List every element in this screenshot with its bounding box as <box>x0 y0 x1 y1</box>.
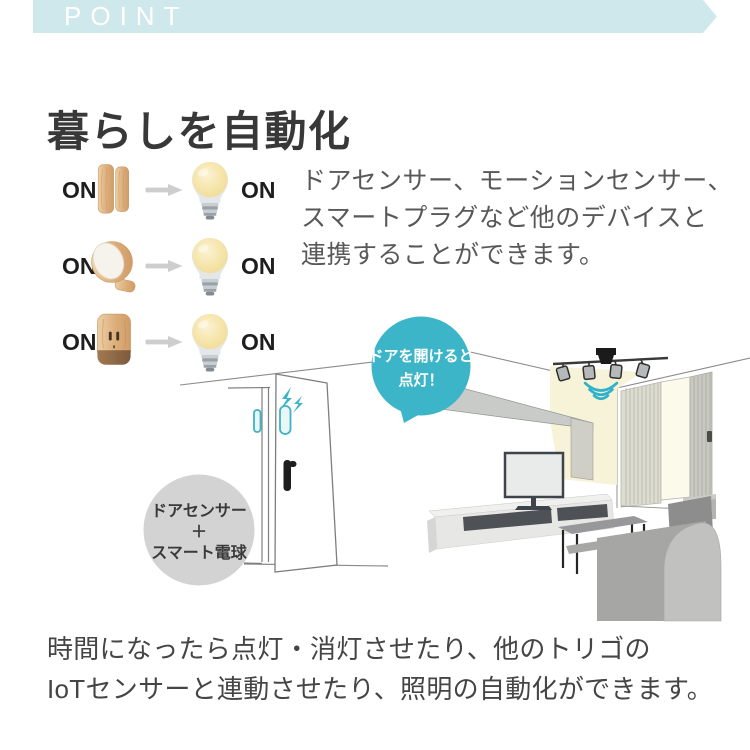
speech-bubble-line2: 点灯！ <box>398 372 443 389</box>
arrow-right-icon <box>145 184 183 196</box>
coffee-table <box>558 516 648 574</box>
arrow-right-icon <box>145 260 183 272</box>
device-on-label: ON <box>62 176 97 203</box>
door-sensor <box>253 387 303 435</box>
label-circle-line2: ＋ <box>191 524 207 541</box>
device-on-label: ON <box>62 328 97 355</box>
label-circle-line3: スマート電球 <box>151 543 248 562</box>
sofa <box>597 496 722 622</box>
intro-line: 連携することができます。 <box>301 241 605 269</box>
smart-plug-icon <box>97 313 131 365</box>
door-handle <box>283 460 291 491</box>
point-banner-label: POINT <box>64 1 189 31</box>
tv <box>503 451 565 510</box>
label-circle-line1: ドアセンサー <box>151 502 247 520</box>
curtain-holdback <box>707 431 712 442</box>
flow-row-smart-plug: ON <box>50 304 276 380</box>
label-circle: ドアセンサー ＋ スマート電球 <box>143 474 255 586</box>
flow-row-door-sensor: ON ON <box>50 152 276 228</box>
door-sensor-icon <box>97 164 129 214</box>
speech-bubble: ドアを開けると 点灯！ <box>368 316 474 423</box>
lightning-bolt-icon <box>280 387 292 410</box>
footer-line: IoTセンサーと連動させたり、照明の自動化ができます。 <box>47 674 714 704</box>
tv-board <box>427 493 615 553</box>
light-bulb-icon <box>191 313 229 372</box>
ceiling-light <box>552 348 669 382</box>
wifi-signal-icon <box>583 381 619 401</box>
page-title: 暮らしを自動化 <box>47 108 352 156</box>
intro-line: スマートプラグなど他のデバイスと <box>301 204 708 232</box>
intro-line: ドアセンサー、モーションセンサー、 <box>301 167 734 195</box>
light-bulb-icon <box>191 237 229 296</box>
point-banner: POINT <box>33 0 717 33</box>
arrow-right-icon <box>145 336 183 348</box>
bulb-on-label: ON <box>241 252 276 279</box>
device-on-label: ON <box>62 252 97 279</box>
curtain-left-panel <box>620 381 662 508</box>
flow-row-motion-sensor: ON ON <box>50 228 276 304</box>
motion-sensor-icon <box>91 241 136 293</box>
window <box>660 376 691 501</box>
bulb-on-label: ON <box>241 328 276 355</box>
intro-text: ドアセンサー、モーションセンサー、 スマートプラグなど他のデバイスと 連携するこ… <box>301 163 733 274</box>
footer-text: 時間になったら点灯・消灯させたり、他のトリゴの IoTセンサーと連動させたり、照… <box>47 629 713 709</box>
bulb-on-label: ON <box>241 176 276 203</box>
speech-bubble-line1: ドアを開けると <box>368 348 473 365</box>
lightning-bolt-icon <box>293 396 303 413</box>
footer-line: 時間になったら点灯・消灯させたり、他のトリゴの <box>47 634 651 664</box>
light-bulb-icon <box>191 161 229 220</box>
automation-flow-rows: ON ON <box>50 152 276 380</box>
